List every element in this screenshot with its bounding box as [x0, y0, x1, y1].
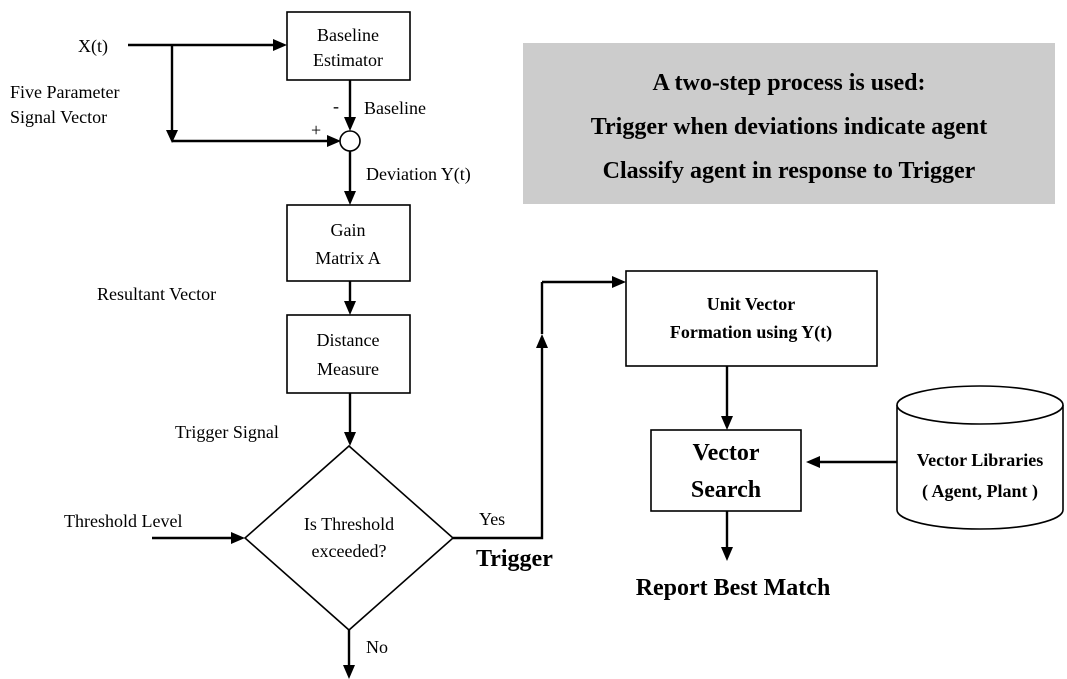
- unit-vector-line-1: Unit Vector: [707, 294, 796, 314]
- x-to-estimator-arrowhead: [273, 39, 287, 51]
- gain-matrix-line-1: Gain: [331, 220, 366, 240]
- yes-branch-line: [453, 348, 544, 540]
- gain-matrix-line-2: Matrix A: [315, 248, 381, 268]
- distance-measure-line-2: Measure: [317, 359, 379, 379]
- unit-vector-box: [625, 270, 878, 367]
- unit-vector-line-2: Formation using Y(t): [670, 322, 832, 343]
- threshold-input-arrowhead: [231, 532, 245, 544]
- threshold-level-label: Threshold Level: [64, 511, 182, 531]
- estimator-to-sum-arrowhead: [344, 117, 356, 131]
- distance-measure-box: [286, 314, 411, 394]
- callout-line-1: A two-step process is used:: [653, 70, 926, 96]
- vector-libraries-line-2: ( Agent, Plant ): [922, 481, 1038, 502]
- signal-split-arrowhead: [166, 130, 178, 143]
- signal-vector-label-line-2: Signal Vector: [10, 107, 107, 127]
- x-t-label: X(t): [78, 36, 108, 57]
- libraries-to-search-arrowhead: [806, 456, 820, 468]
- no-label: No: [366, 637, 388, 657]
- yes-to-unit-vector-arrowhead: [612, 276, 626, 288]
- gain-to-distance-arrowhead: [344, 301, 356, 315]
- resultant-vector-label: Resultant Vector: [97, 284, 216, 304]
- gain-matrix-box: [286, 204, 411, 282]
- distance-to-decision-arrowhead: [344, 432, 356, 446]
- yes-label: Yes: [479, 509, 505, 529]
- vector-search-box: [650, 429, 802, 512]
- decision-line-1: Is Threshold: [304, 514, 394, 534]
- trigger-signal-label: Trigger Signal: [175, 422, 279, 442]
- search-to-report-arrowhead: [721, 547, 733, 561]
- baseline-label: Baseline: [364, 98, 426, 118]
- yes-branch-up-arrowhead: [536, 334, 548, 348]
- trigger-label: Trigger: [476, 546, 553, 572]
- callout-line-3: Classify agent in response to Trigger: [603, 158, 976, 184]
- vector-search-line-2: Search: [691, 477, 761, 503]
- vector-libraries-database-icon: [896, 385, 1064, 530]
- plus-sign: +: [311, 120, 321, 140]
- threshold-decision-diamond: [243, 444, 455, 632]
- baseline-estimator-line-2: Estimator: [313, 50, 383, 70]
- signal-to-sum-arrowhead: [327, 135, 341, 147]
- minus-sign: -: [333, 96, 339, 116]
- baseline-estimator-box: [286, 11, 411, 81]
- report-best-match-label: Report Best Match: [636, 575, 831, 601]
- baseline-estimator-line-1: Baseline: [317, 25, 379, 45]
- signal-vector-label-line-1: Five Parameter: [10, 82, 119, 102]
- sum-to-gain-arrowhead: [344, 191, 356, 205]
- distance-measure-line-1: Distance: [317, 330, 380, 350]
- vector-libraries-line-1: Vector Libraries: [917, 450, 1043, 470]
- vector-search-line-1: Vector: [692, 440, 759, 466]
- no-branch-arrowhead: [343, 665, 355, 679]
- deviation-label: Deviation Y(t): [366, 164, 471, 185]
- callout-line-2: Trigger when deviations indicate agent: [591, 114, 987, 140]
- unit-to-search-arrowhead: [721, 416, 733, 430]
- summing-junction: [339, 130, 361, 152]
- decision-line-2: exceeded?: [312, 541, 387, 561]
- callout-box: [523, 43, 1055, 204]
